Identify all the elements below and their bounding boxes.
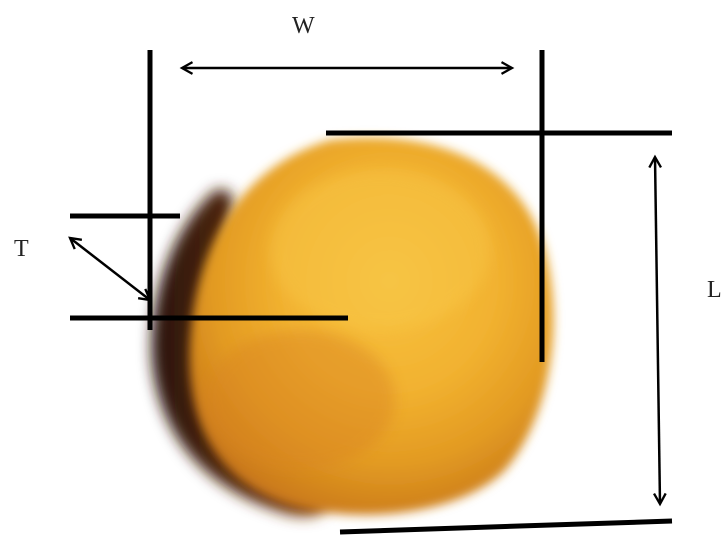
thickness-label: T [14,236,29,262]
length-bottom-guide [339,518,673,535]
seed-dark-edge [151,189,326,517]
length-arrow [655,157,660,504]
dimension-arrows [70,68,660,504]
seed-shade [205,330,395,470]
width-label: W [292,13,315,39]
seed-image [151,137,554,517]
seed-highlight [270,170,490,330]
thickness-arrow [70,238,150,300]
length-label: L [707,277,722,303]
